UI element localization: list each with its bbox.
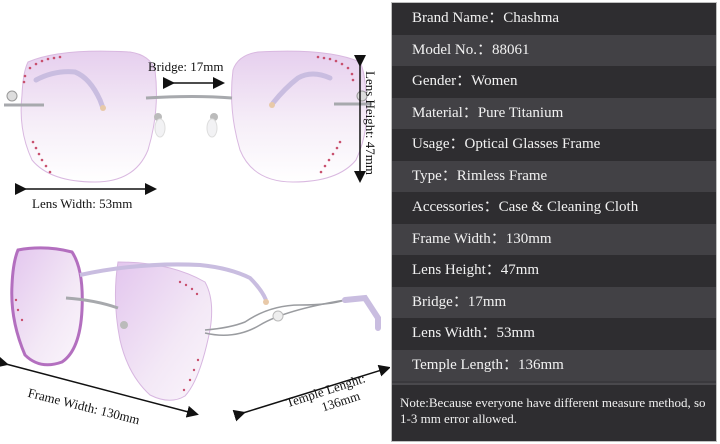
spec-label: Lens Height： (412, 262, 501, 278)
spec-value: 136mm (518, 356, 564, 373)
spec-value: 88061 (492, 41, 530, 58)
spec-label: Frame Width： (412, 230, 506, 247)
spec-row-frame-width: Frame Width：130mm (392, 223, 716, 255)
bridge-label: Bridge: 17mm (148, 59, 224, 74)
spec-label: Bridge： (412, 293, 468, 310)
spec-value: 53mm (496, 325, 535, 341)
front-view-glasses (4, 50, 372, 195)
spec-label: Brand Name： (412, 10, 504, 26)
spec-row-type: Type：Rimless Frame (392, 160, 716, 192)
spec-row-temple-length: Temple Length：136mm (392, 349, 716, 381)
spec-value: Optical Glasses Frame (464, 136, 601, 152)
spec-label: Usage： (412, 136, 465, 152)
spec-row-usage: Usage：Optical Glasses Frame (392, 129, 716, 161)
spec-label: Model No.： (412, 41, 492, 58)
spec-value: 130mm (505, 230, 552, 247)
spec-row-lens-width: Lens Width：53mm (392, 318, 716, 350)
spec-value: 17mm (467, 293, 507, 310)
spec-row-gender: Gender：Women (392, 66, 716, 98)
spec-row-accessories: Accessories：Case & Cleaning Cloth (392, 192, 716, 224)
spec-row-bridge: Bridge：17mm (392, 286, 716, 318)
spec-label: Accessories： (412, 199, 499, 215)
spec-row-material: Material：Pure Titanium (392, 97, 716, 129)
spec-label: Temple Length： (412, 356, 519, 373)
lens-width-label: Lens Width: 53mm (32, 196, 133, 211)
glasses-illustration (0, 50, 390, 422)
measurement-note: Note:Because everyone have different mea… (392, 383, 716, 441)
spec-label: Gender： (412, 73, 472, 89)
spec-value: Rimless Frame (456, 167, 548, 184)
spec-row-brand-name: Brand Name：Chashma (392, 3, 716, 35)
spec-value: 47mm (500, 262, 540, 278)
spec-value: Pure Titanium (477, 104, 564, 121)
spec-value: Case & Cleaning Cloth (498, 199, 639, 215)
specifications-panel: Brand Name：Chashma Model No.：88061 Gende… (391, 2, 717, 442)
angled-view-glasses (0, 246, 390, 422)
lens-height-label: Lens Height: 47mm (363, 71, 378, 175)
product-photo: Bridge: 17mm Lens Width: 53mm Lens Heigh… (0, 50, 390, 428)
spec-label: Material： (412, 104, 478, 121)
spec-label: Lens Width： (412, 325, 497, 341)
spec-label: Type： (412, 167, 457, 184)
spec-value: Chashma (503, 10, 560, 26)
spec-value: Women (471, 73, 518, 89)
spec-row-model-no: Model No.：88061 (392, 34, 716, 66)
spec-row-lens-height: Lens Height：47mm (392, 255, 716, 287)
